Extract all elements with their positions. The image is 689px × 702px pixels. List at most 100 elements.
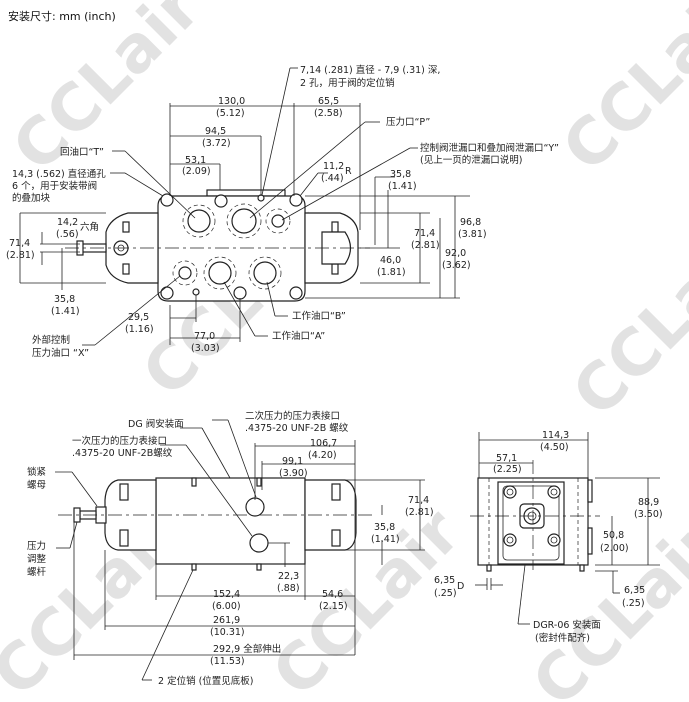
locating-pins-label: 2 定位销 (位置见底板) <box>158 675 254 687</box>
adjust-screw-label: 压力 <box>27 540 46 552</box>
dim-label: (5.12) <box>216 108 245 119</box>
dim-label: 46,0 <box>380 255 401 266</box>
primary-gauge-port <box>249 533 269 553</box>
dim-label: (1.41) <box>371 534 400 545</box>
dim-label: (2.09) <box>182 166 211 177</box>
lock-nut-label: 锁紧 <box>27 466 46 478</box>
page-title: 安装尺寸: mm (inch) <box>8 9 116 23</box>
dim-label: (2.58) <box>314 108 343 119</box>
dim-label: (.25) <box>622 598 645 609</box>
dim-label: 11,2 <box>323 161 344 172</box>
dim-label: (2.15) <box>319 601 348 612</box>
dim-label: 6,35 <box>434 575 455 586</box>
port-y-label: 控制阀泄漏口和叠加阀泄漏口“Y” <box>420 142 559 154</box>
dim-label: 53,1 <box>185 155 206 166</box>
side-body <box>155 477 306 565</box>
dim-label: 152,4 <box>213 589 240 600</box>
dim-label: (4.20) <box>308 450 337 461</box>
dim-label: 261,9 <box>213 615 240 626</box>
dim-label: 54,6 <box>322 589 343 600</box>
dim-label: 35,8 <box>390 169 411 180</box>
mounting-holes <box>160 193 303 300</box>
port-p-label: 压力口“P” <box>386 116 430 128</box>
dim-label: (1.16) <box>125 324 154 335</box>
dim-label: (3.50) <box>634 509 663 520</box>
dim-label: 94,5 <box>205 126 226 137</box>
port-p <box>231 208 257 234</box>
primary-gauge-label: .4375-20 UNF-2B螺纹 <box>72 447 173 459</box>
dim-label: 99,1 <box>282 456 303 467</box>
port-y-label: (见上一页的泄漏口说明) <box>420 154 522 166</box>
watermark: CCLair <box>559 215 689 431</box>
dim-label: 35,8 <box>54 294 75 305</box>
dim-label: 71,4 <box>414 228 435 239</box>
right-end-cap <box>304 479 357 551</box>
port-y <box>271 214 285 228</box>
port-t-label: 回油口“T” <box>60 146 104 158</box>
port-b-label: 工作油口“B” <box>292 310 346 322</box>
dim-label: (11.53) <box>210 656 245 667</box>
dim-label: (2.81) <box>6 250 35 261</box>
dim-label: (2.25) <box>493 464 522 475</box>
watermark: CCLair <box>549 0 689 186</box>
dim-label: (2.00) <box>600 543 629 554</box>
dim-label: 29,5 <box>128 312 149 323</box>
port-a <box>208 261 232 285</box>
through-hole-note: 14,3 (.562) 直径通孔 <box>12 168 106 180</box>
dim-label: 22,3 <box>278 571 299 582</box>
dim-label: (.88) <box>277 583 300 594</box>
locating-pin <box>256 563 262 571</box>
dim-label: (1.81) <box>377 267 406 278</box>
secondary-gauge-label: 二次压力的压力表接口 <box>245 410 340 422</box>
mounting-bolts <box>503 485 561 547</box>
port-a-label: 工作油口“A” <box>272 330 325 342</box>
through-hole-note: 的叠加块 <box>12 192 51 204</box>
dim-label: 77,0 <box>194 331 215 342</box>
dim-label: (3.81) <box>458 229 487 240</box>
locating-pin <box>191 563 197 571</box>
watermark: CCLair <box>0 0 215 186</box>
dim-label: 96,8 <box>460 217 481 228</box>
dim-label: D <box>457 581 464 592</box>
pin-hole-note: 7,14 (.281) 直径 - 7,9 (.31) 深, <box>300 64 440 76</box>
top-view: 7,14 (.281) 直径 - 7,9 (.31) 深, 2 孔，用于阀的定位… <box>6 64 559 359</box>
dim-label: (.25) <box>434 588 457 599</box>
dim-label: (2.81) <box>405 507 434 518</box>
dim-label: 292,9 全部伸出 <box>213 643 281 655</box>
dim-label: 114,3 <box>542 430 569 441</box>
port-x <box>178 266 192 280</box>
dim-label: 92,0 <box>445 248 466 259</box>
dim-label: 88,9 <box>638 497 659 508</box>
dim-label: 14,2 <box>57 217 78 228</box>
dim-label: 71,4 <box>9 238 30 249</box>
dg-face-label: DG 阀安装面 <box>128 418 184 430</box>
lock-nut-label: 螺母 <box>27 480 46 491</box>
pin-hole-note: 2 孔，用于阀的定位销 <box>300 77 395 89</box>
dim-label: (10.31) <box>210 627 245 638</box>
dim-label: (3.90) <box>279 468 308 479</box>
dim-label: (3.03) <box>191 343 220 354</box>
dim-label: 71,4 <box>408 495 429 506</box>
adjust-screw-label: 螺杆 <box>27 566 47 578</box>
port-b <box>253 261 277 285</box>
dim-label: (.56) <box>56 229 79 240</box>
dim-label: 六角 <box>80 221 99 233</box>
dim-label: 57,1 <box>496 453 517 464</box>
left-end-cap <box>104 479 157 551</box>
primary-gauge-label: 一次压力的压力表接口 <box>72 435 167 447</box>
dim-label: (1.41) <box>388 181 417 192</box>
dim-label: 130,0 <box>218 96 245 107</box>
dim-label: (1.41) <box>51 306 80 317</box>
left-end-cap <box>105 212 159 284</box>
mount-face-label: (密封件配齐) <box>535 632 590 644</box>
dim-label: 65,5 <box>318 96 339 107</box>
dim-label: R <box>345 166 352 177</box>
dim-label: (3.72) <box>202 138 231 149</box>
dim-label: 6,35 <box>624 585 645 596</box>
dim-label: (6.00) <box>212 601 241 612</box>
port-t <box>187 209 211 233</box>
secondary-gauge-label: .4375-20 UNF-2B 螺纹 <box>245 422 349 434</box>
secondary-gauge-port <box>245 497 265 517</box>
